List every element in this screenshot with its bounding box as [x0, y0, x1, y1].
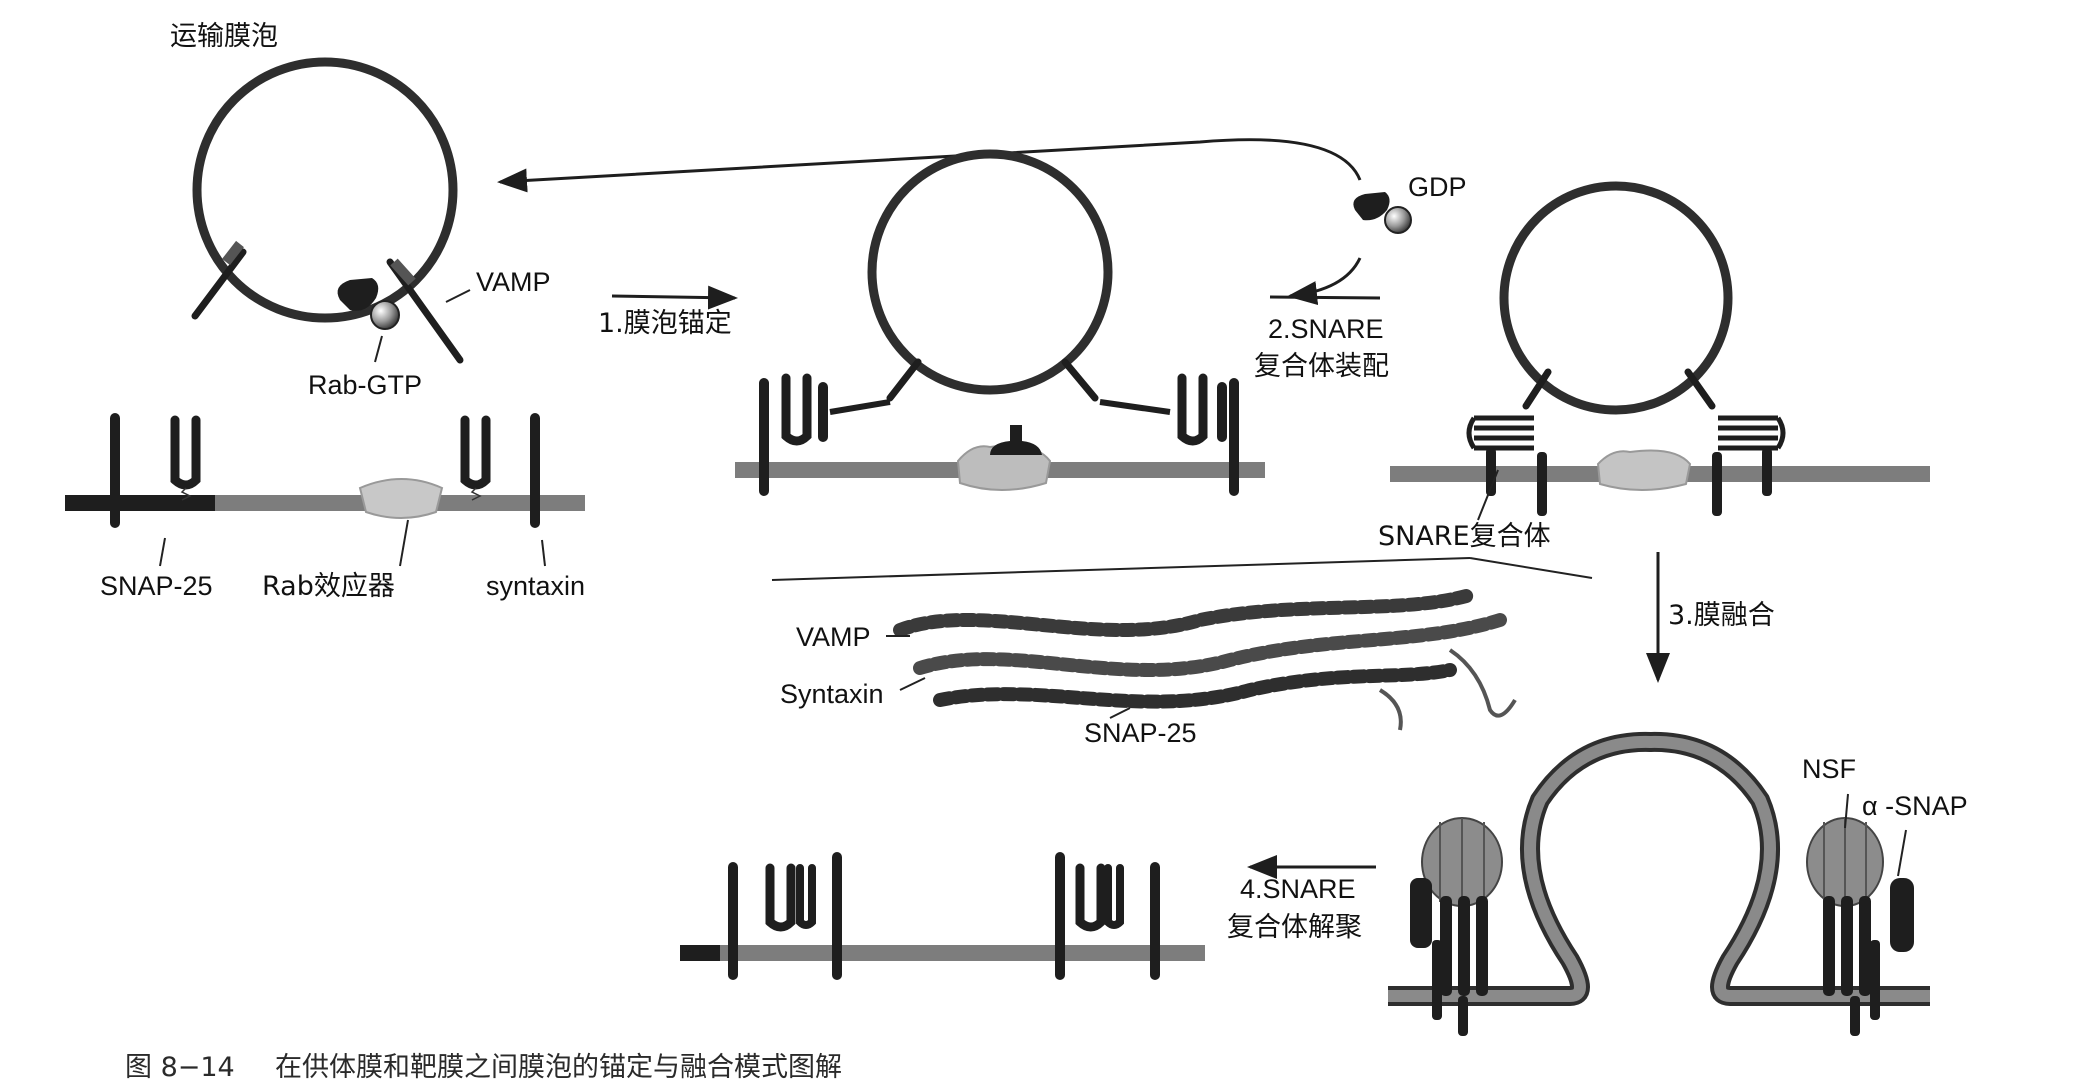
snap25-right-2: [1177, 373, 1208, 446]
syntaxin-5d: [1150, 862, 1160, 980]
snap25-membrane-segment: [65, 495, 215, 511]
transport-vesicle: [192, 57, 458, 323]
label-syntaxin-1: syntaxin: [486, 571, 585, 601]
label-syntaxin-2: Syntaxin: [780, 679, 884, 709]
vamp-left-vesicle-1: [191, 240, 247, 320]
snap25-5a: [765, 863, 796, 932]
label-nsf: NSF: [1802, 754, 1856, 784]
snap25-left-2: [781, 373, 812, 446]
vamp-right-3: [1684, 368, 1716, 410]
label-gdp: GDP: [1408, 172, 1467, 202]
label-vamp-2: VAMP: [796, 622, 871, 652]
syntaxin-right-1: [530, 413, 540, 528]
vamp-left-3: [1522, 368, 1552, 410]
label-step2-line2: 复合体装配: [1254, 351, 1389, 382]
step2-arrow: [1270, 257, 1381, 298]
rab-effector-3: [1596, 449, 1692, 491]
step1-arrow: [611, 285, 738, 310]
vamp-left-tail-2: [829, 399, 891, 415]
label-snap25-2: SNAP-25: [1084, 718, 1197, 748]
syntaxin-left-1: [110, 413, 120, 528]
vamp-right-vesicle-1: [386, 258, 464, 364]
panel-1-target-membrane: [65, 413, 585, 567]
panel-1-vesicle: [191, 57, 471, 364]
label-rab-effector: Rab效应器: [262, 571, 395, 602]
label-vamp-1: VAMP: [476, 267, 551, 297]
label-step1: 1.膜泡锚定: [598, 308, 732, 339]
syntaxin-right-2: [1229, 378, 1239, 496]
gdp-return-arrow: [497, 138, 1362, 193]
nsf-left: [1410, 817, 1503, 1036]
helix-tail: [1448, 648, 1517, 718]
label-snare-complex: SNARE复合体: [1378, 521, 1551, 552]
caption-text: 在供体膜和靶膜之间膜泡的锚定与融合模式图解: [275, 1052, 842, 1083]
syntaxin-left-2b: [818, 382, 828, 442]
alpha-snap-shape: [1890, 878, 1914, 952]
label-rab-gtp: Rab-GTP: [308, 370, 422, 400]
rab-gtp-icon: [337, 278, 400, 330]
label-step4-line1: 4.SNARE: [1240, 874, 1356, 904]
snare-coil-left: [1466, 415, 1547, 516]
target-membrane-5: [680, 945, 1205, 961]
zoom-line-left: [771, 557, 1471, 581]
label-transport-vesicle: 运输膜泡: [170, 21, 278, 52]
helix-vamp: [893, 588, 1477, 637]
vamp-left-vesicle-2: [886, 358, 922, 402]
label-step3: 3.膜融合: [1668, 600, 1775, 631]
label-alpha-snap: α -SNAP: [1862, 791, 1968, 821]
snare-helix-structure: [771, 557, 1593, 731]
docked-vesicle: [867, 149, 1113, 395]
nsf-right: [1806, 817, 1914, 1036]
rab-effector-1: [358, 478, 444, 519]
snap25-u-1: [170, 415, 201, 501]
label-step4-line2: 复合体解聚: [1227, 912, 1362, 943]
gdp-icon: [1353, 192, 1412, 234]
rab-gtp-docked-icon: [990, 425, 1042, 455]
panel-5-recycled: [680, 852, 1205, 980]
label-step2-line1: 2.SNARE: [1268, 314, 1384, 344]
syntaxin-left-2: [759, 378, 769, 496]
helix-tail-2: [1378, 688, 1403, 731]
vesicle-3: [1499, 181, 1733, 415]
snap25-u-2: [460, 415, 491, 501]
helix-syntaxin: [913, 613, 1507, 677]
syntaxin-5b: [832, 852, 842, 980]
syntaxin-5c: [1055, 852, 1065, 980]
snare-coil-right: [1712, 415, 1786, 516]
syntaxin-right-2b: [1217, 382, 1227, 442]
vamp-right-tail-2: [1099, 399, 1171, 415]
label-snap25-1: SNAP-25: [100, 571, 213, 601]
fused-membrane-inner: [1388, 735, 1930, 1002]
panel-3-snare-assembly: [1390, 181, 1930, 521]
helix-snap25: [933, 663, 1457, 709]
caption-figure-number: 图 8−14: [125, 1052, 235, 1083]
panel-2-docking: [735, 149, 1265, 496]
panel-4-fusion: [1388, 731, 1930, 1036]
snap25-5b: [1075, 863, 1106, 932]
syntaxin-5a: [728, 862, 738, 980]
zoom-line-right: [1469, 557, 1593, 579]
vamp-right-vesicle-2: [1061, 358, 1099, 402]
